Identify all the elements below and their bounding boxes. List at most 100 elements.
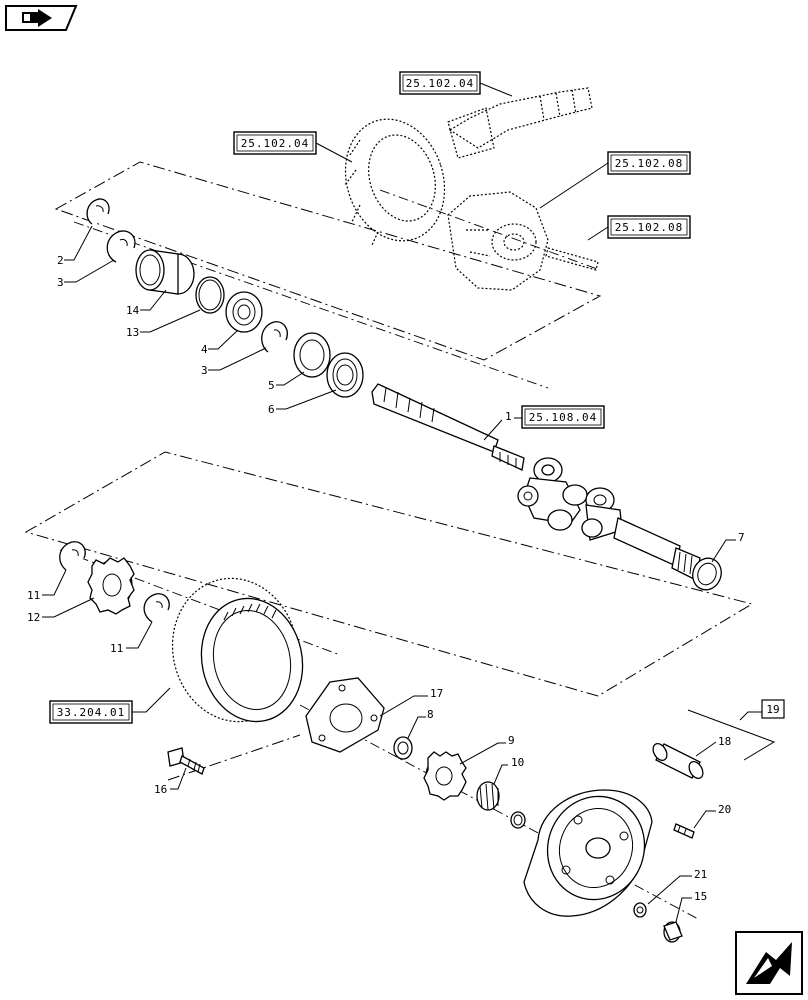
ring-gear-ghost: [344, 118, 446, 246]
callout-18: 18: [718, 735, 731, 748]
leader-8: [407, 716, 426, 739]
bolt-16: [167, 747, 205, 775]
bolt-15: [663, 921, 683, 943]
leader-2: [64, 225, 93, 261]
circlip-11-upper: [59, 541, 86, 571]
leader-4: [208, 329, 239, 350]
leader-11-upper: [42, 569, 67, 596]
diff-axis-line: [379, 189, 601, 271]
leader-diff-pin: [587, 226, 609, 241]
next-page-arrow-icon[interactable]: [735, 931, 803, 995]
callout-10: 10: [511, 756, 524, 769]
book-back-icon[interactable]: [5, 5, 78, 31]
lower-assembly-boundary: [24, 451, 754, 697]
callout-6: 6: [268, 403, 275, 416]
pin-18: [652, 742, 704, 780]
leader-9: [459, 742, 506, 765]
pinion-shaft-ghost: [447, 87, 593, 159]
planet-gear-9: [423, 751, 467, 801]
flange-plate-17: [305, 677, 385, 753]
sun-gear-12: [87, 557, 135, 615]
callout-15: 15: [694, 890, 707, 903]
ref-label-planetary-ring: 33.204.01: [57, 706, 126, 719]
ref-box-diff-case[interactable]: 25.102.08: [607, 151, 691, 175]
bolt-20: [673, 823, 695, 839]
callout-19: 19: [766, 703, 779, 716]
callout-7: 7: [738, 531, 745, 544]
bearing-4: [225, 291, 263, 333]
leader-6: [276, 389, 337, 410]
seal-7: [692, 557, 722, 591]
ref-label-diff-pin: 25.102.08: [615, 221, 684, 234]
leader-1: [483, 417, 522, 441]
washer-8: [393, 736, 413, 760]
callout-20: 20: [718, 803, 731, 816]
upper-axis-line: [73, 221, 549, 389]
ref-label-pinion-shaft: 25.102.04: [406, 77, 475, 90]
ref-box-diff-pin[interactable]: 25.102.08: [607, 215, 691, 239]
planetary-ring-ghost: [171, 577, 304, 723]
callout-3-upper: 3: [57, 276, 64, 289]
leader-15: [675, 897, 692, 923]
callout-1: 1: [505, 410, 512, 423]
ref-label-axle-shaft: 25.108.04: [529, 411, 598, 424]
leader-19: [687, 709, 776, 761]
diff-pin-ghost: [545, 247, 599, 271]
axle-shaft-1: [371, 383, 701, 581]
callout-9: 9: [508, 734, 515, 747]
snap-ring-small: [510, 811, 526, 829]
leader-17: [379, 695, 428, 717]
sleeve-14: [135, 249, 195, 295]
o-ring-13: [195, 276, 225, 314]
leader-3-lower: [208, 347, 267, 371]
leader-10: [493, 764, 508, 785]
bearing-cup-5: [293, 332, 331, 378]
leader-12: [42, 597, 95, 618]
leader-pinion-shaft: [479, 82, 513, 97]
leader-planetary-ring: [132, 687, 171, 713]
callout-3-lower: 3: [201, 364, 208, 377]
callout-21: 21: [694, 868, 707, 881]
callout-11-lower: 11: [110, 642, 123, 655]
callout-4: 4: [201, 343, 208, 356]
circlip-3-lower: [261, 321, 288, 353]
circlip-2: [86, 198, 110, 225]
leader-ring-gear: [315, 142, 353, 163]
circlip-3-upper: [106, 230, 136, 263]
callout-13: 13: [126, 326, 139, 339]
needle-bearing-10: [476, 781, 500, 811]
leader-20: [693, 810, 716, 829]
callout-5: 5: [268, 379, 275, 392]
callout-14: 14: [126, 304, 140, 317]
ref-box-planetary-ring[interactable]: 33.204.01: [49, 700, 133, 724]
leader-3-upper: [64, 259, 115, 283]
callout-8: 8: [427, 708, 434, 721]
leader-11-lower: [126, 621, 153, 649]
leader-13: [140, 309, 201, 333]
leader-7: [711, 539, 736, 563]
leader-18: [695, 741, 717, 757]
callout-17: 17: [430, 687, 443, 700]
upper-assembly-boundary: [54, 161, 602, 361]
ref-label-diff-case: 25.102.08: [615, 157, 684, 170]
seal-6: [326, 352, 364, 398]
ref-box-pinion-shaft[interactable]: 25.102.04: [399, 71, 481, 95]
ref-label-ring-gear: 25.102.04: [241, 137, 310, 150]
leader-diff-case: [539, 162, 609, 209]
washer-21: [633, 902, 647, 918]
leader-14: [140, 289, 167, 311]
hub-axis-line: [299, 704, 701, 921]
differential-case-ghost: [447, 191, 549, 291]
leader-21: [647, 875, 692, 905]
callout-16: 16: [154, 783, 167, 796]
callout-11-upper: 11: [27, 589, 40, 602]
circlip-11-lower: [143, 593, 170, 623]
callout-19-box: 19: [761, 699, 785, 719]
callout-12: 12: [27, 611, 40, 624]
leader-5: [276, 371, 305, 386]
ref-box-ring-gear[interactable]: 25.102.04: [233, 131, 317, 155]
ref-box-axle-shaft[interactable]: 25.108.04: [521, 405, 605, 429]
leader-16: [170, 767, 187, 790]
planet-carrier-hub: [523, 789, 653, 917]
